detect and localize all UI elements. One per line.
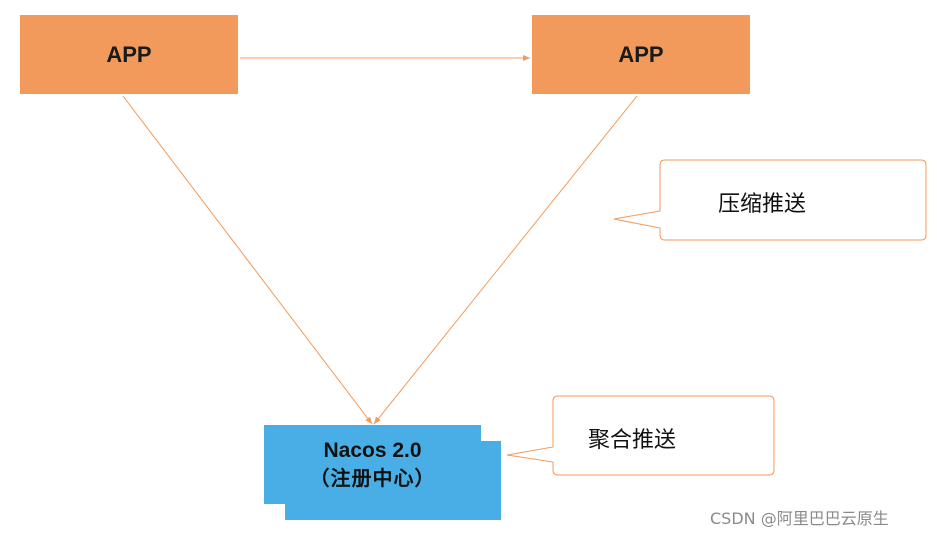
nacos-subtitle: （注册中心） bbox=[309, 467, 436, 490]
callout-compress-push-text: 压缩推送 bbox=[718, 192, 807, 217]
callout-compress-push bbox=[613, 159, 927, 241]
callout-aggregate-push-text: 聚合推送 bbox=[588, 428, 677, 453]
arrow-app-left-to-nacos bbox=[122, 95, 373, 425]
app-node-right: APP bbox=[532, 15, 750, 94]
watermark: CSDN @阿里巴巴云原生 bbox=[710, 509, 889, 528]
app-node-left: APP bbox=[20, 15, 238, 94]
app-right-label: APP bbox=[618, 41, 664, 67]
arrow-app-right-to-nacos bbox=[373, 95, 638, 425]
callout-aggregate-push bbox=[506, 395, 775, 476]
nacos-node: Nacos 2.0 （注册中心） bbox=[264, 425, 481, 504]
app-left-label: APP bbox=[106, 41, 152, 67]
nacos-title: Nacos 2.0 bbox=[323, 438, 422, 462]
